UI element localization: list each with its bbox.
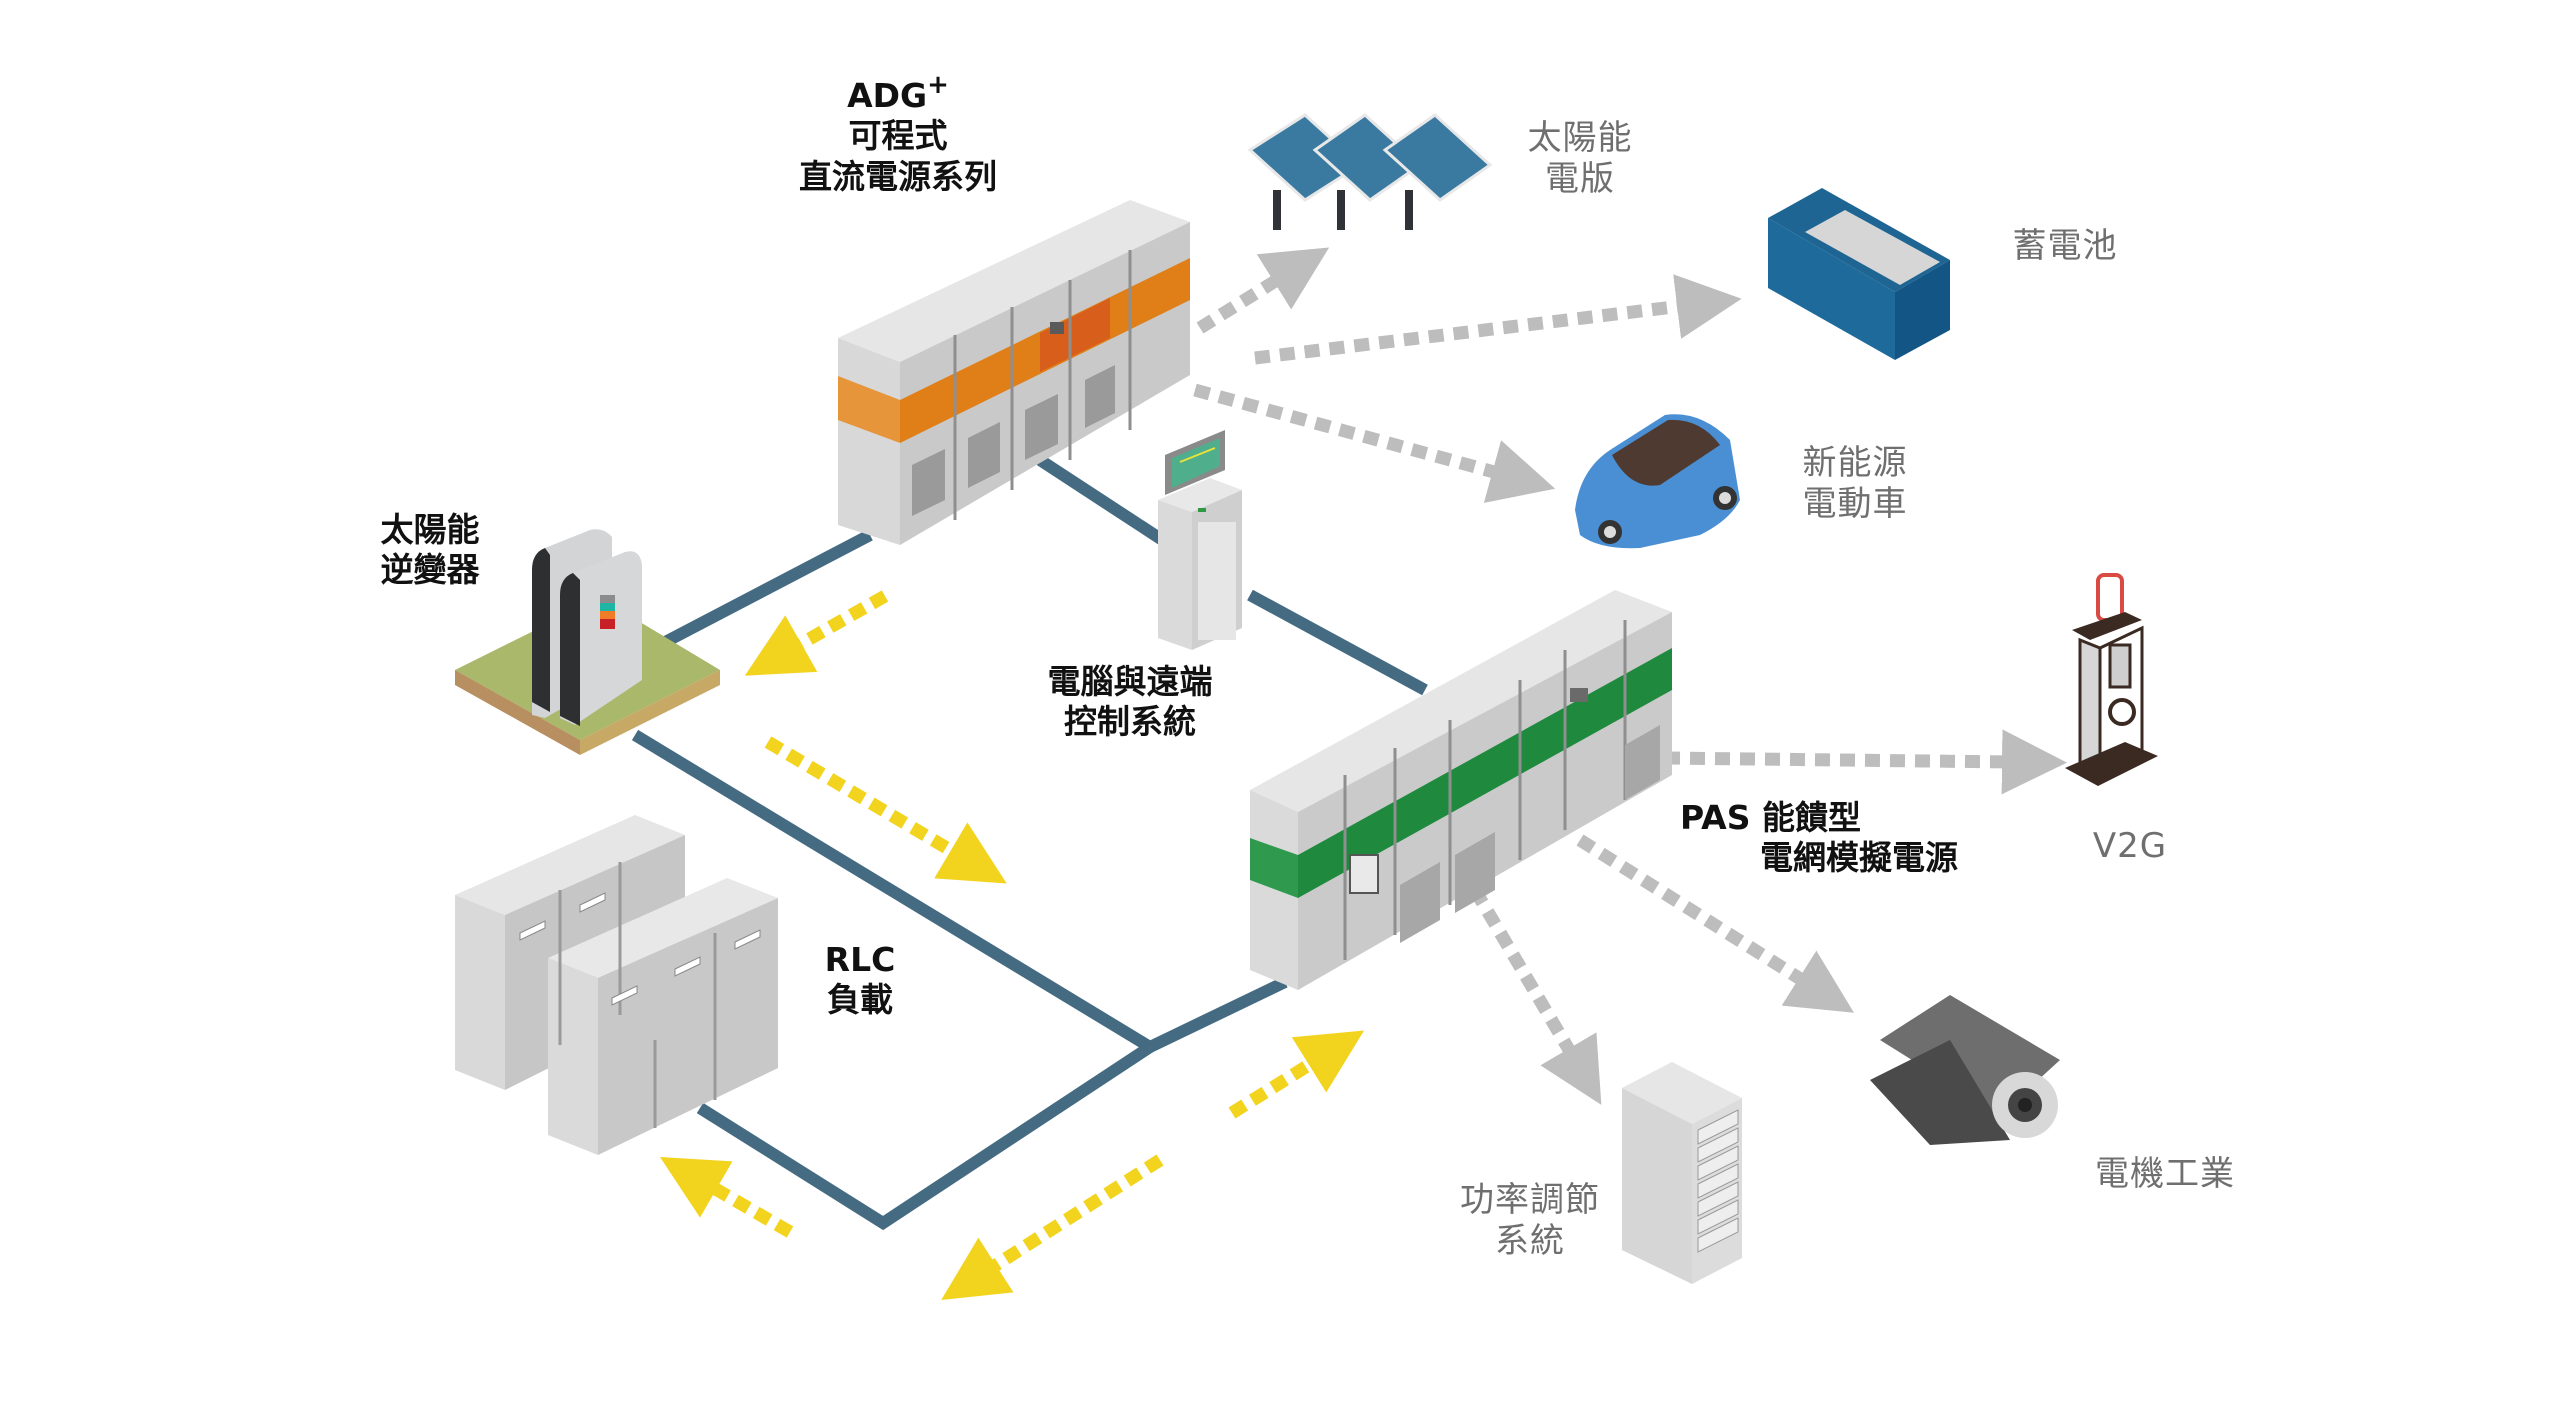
electric-car-icon [1575,414,1740,549]
flow-pas-to-rlc [941,1154,1164,1301]
cable-adg-control [1036,454,1174,551]
solar-inverter-icon [455,529,720,755]
battery-container-icon [1768,188,1950,360]
control-system-label: 電腦與遠端 控制系統 [1047,662,1213,742]
adg-label-line3: 直流電源系列 [799,156,997,196]
energy-flow-arrows [659,590,1365,1301]
arrow-to-v2g [1664,729,2067,795]
cable-rlc-junction [696,1041,1154,1231]
charging-station-icon [2065,573,2158,786]
control-kiosk-icon [1158,430,1242,650]
cable-adg-inverter [647,529,873,656]
cable-inverter-junction [631,729,1154,1053]
adg-label: ADG+ 可程式 直流電源系列 [788,70,1008,197]
arrow-to-solar-panel [1196,247,1330,334]
flow-inverter-to-pas [764,736,1007,884]
inverter-label: 太陽能 逆變器 [380,510,480,590]
cable-control-pas [1247,589,1428,696]
rlc-label: RLC 負載 [824,940,896,1020]
adg-cabinet-row-icon [838,200,1190,545]
arrow-to-motor [1576,834,1854,1013]
adg-label-title: ADG+ [847,70,949,115]
arrow-to-pcs [1469,886,1602,1105]
cables [631,454,1428,1231]
ev-label: 新能源 電動車 [1802,443,1908,525]
pas-label: PAS 能饋型 電網模擬電源 [1680,798,1958,878]
output-arrows [1193,247,2067,1105]
rlc-load-cabinets-icon [455,815,778,1155]
flow-adg-to-inverter [744,590,889,676]
solar-panel-array-icon [1247,113,1493,230]
flow-rlc-return [659,1157,794,1238]
arrow-to-ev [1193,383,1556,503]
pcs-label: 功率調節 系統 [1460,1180,1600,1262]
adg-label-line2: 可程式 [848,116,948,156]
solar-panel-label: 太陽能 電版 [1527,118,1633,200]
electric-motor-icon [1870,995,2060,1145]
v2g-label: V2G [2092,826,2168,866]
flow-rlc-to-pas [1228,1030,1365,1119]
motor-label: 電機工業 [2095,1154,2235,1194]
arrow-to-battery [1254,274,1742,365]
cable-junction-pas [1147,976,1288,1053]
pas-cabinet-row-icon [1250,590,1672,990]
battery-label: 蓄電池 [2012,226,2118,266]
server-rack-icon [1622,1062,1742,1284]
